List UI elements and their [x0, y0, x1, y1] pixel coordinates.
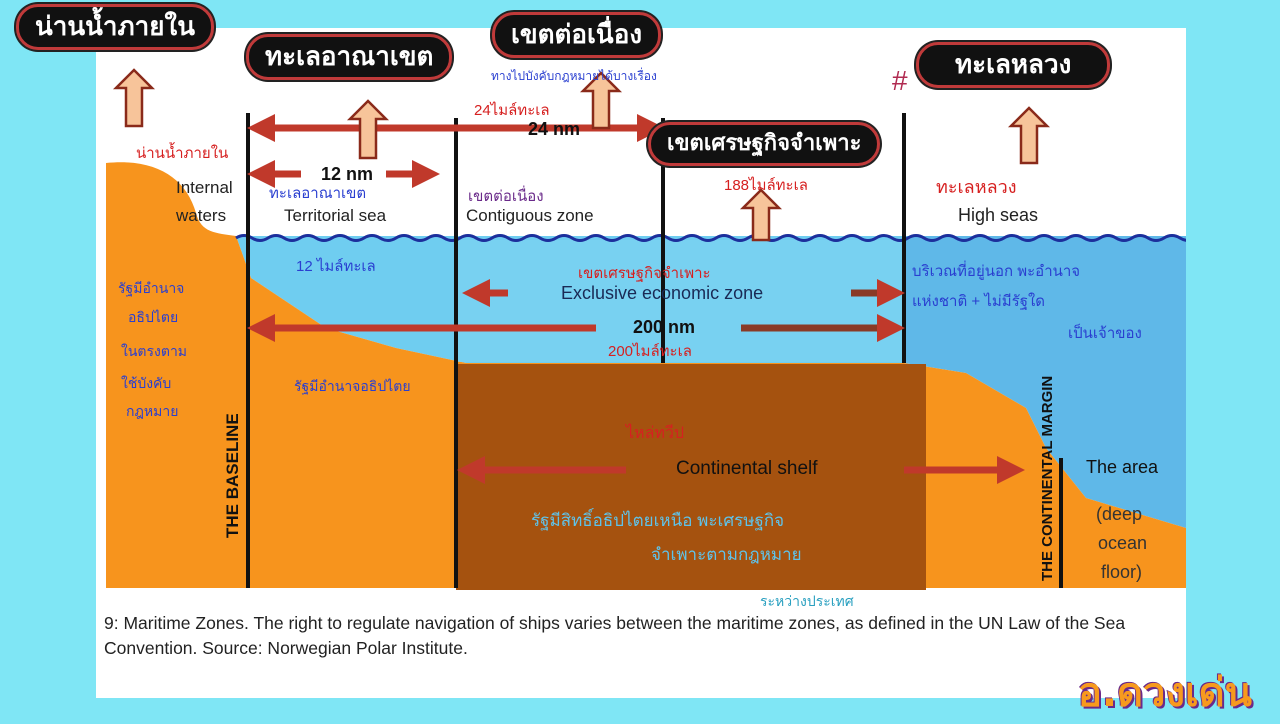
annot-left-4: ใช้บังคับ	[121, 375, 171, 391]
annot-eez: เขตเศรษฐกิจจำเพาะ	[578, 265, 711, 282]
label-24nm: 24 nm	[528, 119, 580, 139]
label-territorial-sea: Territorial sea	[284, 206, 387, 225]
up-arrows	[112, 68, 1051, 242]
annot-high-2: แห่งชาติ + ไม่มีรัฐใด	[912, 292, 1045, 310]
label-deep-3: floor)	[1101, 562, 1142, 582]
annot-sovereignty: รัฐมีอำนาจอธิปไตย	[294, 378, 411, 395]
annot-shelf: ไหล่ทวีป	[624, 423, 684, 442]
annot-contig-law: ทางไปบังคับกฎหมายได้บางเรื่อง	[491, 67, 657, 83]
pill-high-seas: ทะเลหลวง	[916, 42, 1111, 88]
pill-internal-waters: น่านน้ำภายใน	[16, 4, 214, 50]
label-internal-waters-2: waters	[175, 206, 226, 225]
sea-surface	[235, 234, 1186, 242]
up-arrow-eez	[739, 188, 783, 242]
annot-shelf-rights-1: รัฐมีสิทธิ์อธิปไตยเหนือ พะเศรษฐกิจ	[531, 508, 784, 531]
figure-caption: 9: Maritime Zones. The right to regulate…	[104, 613, 1126, 658]
label-deep-2: ocean	[1098, 533, 1147, 553]
annot-left-3: ในตรงตาม	[121, 343, 187, 359]
label-12nm: 12 nm	[321, 164, 373, 184]
label-continental-margin: THE CONTINENTAL MARGIN	[1039, 376, 1056, 581]
label-contiguous-zone: Contiguous zone	[466, 206, 594, 225]
pill-territorial-sea: ทะเลอาณาเขต	[246, 34, 453, 80]
label-baseline: THE BASELINE	[223, 413, 242, 538]
annot-territorial: ทะเลอาณาเขต	[269, 185, 366, 202]
diagram-card: Internal waters Territorial sea Contiguo…	[16, 4, 1186, 698]
annot-high-3: เป็นเจ้าของ	[1068, 323, 1142, 342]
annot-left-1: รัฐมีอำนาจ	[118, 280, 184, 297]
maritime-zones-diagram: Internal waters Territorial sea Contiguo…	[106, 65, 1186, 609]
annot-left-2: อธิปไตย	[128, 309, 178, 325]
label-the-area: The area	[1086, 457, 1159, 477]
annot-hash: #	[892, 65, 908, 96]
label-eez: Exclusive economic zone	[561, 283, 763, 303]
annot-contiguous: เขตต่อเนื่อง	[468, 185, 544, 205]
up-arrow-territorial	[346, 99, 390, 160]
up-arrow-contiguous	[579, 71, 623, 130]
label-high-seas: High seas	[958, 205, 1038, 225]
label-200nm: 200 nm	[633, 317, 695, 337]
pill-contiguous-zone: เขตต่อเนื่อง	[492, 12, 662, 58]
brand-signature: อ.ดวงเด่น	[1077, 670, 1252, 716]
annot-internal: น่านน้ำภายใน	[136, 142, 228, 162]
high-seas-water	[904, 236, 1186, 528]
annot-high-1: บริเวณที่อยู่นอก พะอำนาจ	[912, 260, 1080, 280]
label-continental-shelf: Continental shelf	[676, 458, 818, 479]
continental-shelf-area	[456, 364, 926, 590]
label-deep-1: (deep	[1096, 504, 1142, 524]
up-arrow-high-seas	[1007, 106, 1051, 165]
eez-area	[458, 240, 904, 362]
annot-left-5: กฎหมาย	[126, 403, 178, 419]
annot-200nm: 200ไมล์ทะเล	[608, 342, 692, 360]
annot-intl: ระหว่างประเทศ	[760, 593, 854, 609]
annot-24nm: 24ไมล์ทะเล	[474, 101, 550, 119]
annot-high-seas: ทะเลหลวง	[936, 177, 1017, 197]
annot-188nm: 188ไมล์ทะเล	[724, 176, 808, 194]
annot-shelf-rights-2: จำเพาะตามกฎหมาย	[651, 545, 802, 564]
up-arrow-internal	[112, 68, 156, 128]
label-internal-waters-1: Internal	[176, 178, 233, 197]
pill-eez: เขตเศรษฐกิจจำเพาะ	[648, 122, 881, 166]
annot-12nm: 12 ไมล์ทะเล	[296, 257, 376, 275]
